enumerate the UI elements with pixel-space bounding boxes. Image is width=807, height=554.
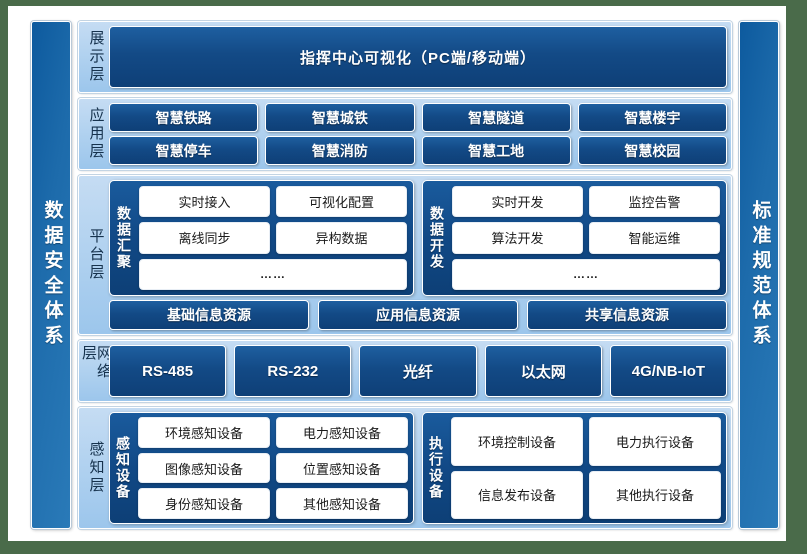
network-chip-4g-nbiot[interactable]: 4G/NB-IoT <box>609 345 728 397</box>
platform-groups: 数据汇聚 实时接入 可视化配置 离线同步 异构数据 <box>109 180 727 296</box>
pill-realtime-development[interactable]: 实时开发 <box>452 186 583 218</box>
network-chip-rs485[interactable]: RS-485 <box>109 345 227 397</box>
pill-power-sensor[interactable]: 电力感知设备 <box>276 417 408 448</box>
actuator-devices-grid: 环境控制设备 电力执行设备 信息发布设备 其他执行设备 <box>451 417 721 519</box>
pill-identity-sensor[interactable]: 身份感知设备 <box>138 488 270 520</box>
pill-monitoring-alarm[interactable]: 监控告警 <box>589 186 720 218</box>
layer-platform-label-col: 平台层 <box>83 180 109 330</box>
app-chip-smart-construction-site[interactable]: 智慧工地 <box>421 136 571 165</box>
layer-presentation-label: 展示层 <box>87 30 105 84</box>
architecture-diagram: 数据安全体系 展示层 指挥中心可视化（PC端/移动端） 应用层 <box>31 21 779 529</box>
layer-application: 应用层 智慧铁路 智慧城铁 智慧隧道 智慧楼宇 智慧停车 智慧消防 智慧工地 智… <box>78 98 732 170</box>
pill-other-sensor[interactable]: 其他感知设备 <box>276 488 408 520</box>
pill-image-sensor[interactable]: 图像感知设备 <box>138 452 270 484</box>
sensing-devices-label: 感知设备 <box>115 436 131 500</box>
pill-intelligent-ops[interactable]: 智能运维 <box>589 222 720 254</box>
sensing-devices-row-2: 图像感知设备 位置感知设备 <box>138 452 408 484</box>
network-items-row: RS-485 RS-232 光纤 以太网 4G/NB-IoT <box>109 345 728 397</box>
left-pillar-label: 数据安全体系 <box>41 200 63 350</box>
layer-presentation-label-col: 展示层 <box>83 26 109 88</box>
sensing-devices-grid: 环境感知设备 电力感知设备 图像感知设备 位置感知设备 身份感知设备 其他感知设… <box>138 417 408 520</box>
resource-chip-basic-info[interactable]: 基础信息资源 <box>109 300 309 330</box>
pill-environment-control-device[interactable]: 环境控制设备 <box>451 417 583 466</box>
layer-perception-label: 感知层 <box>87 441 105 495</box>
sensing-devices-row-1: 环境感知设备 电力感知设备 <box>138 417 408 448</box>
app-chip-smart-campus[interactable]: 智慧校园 <box>577 136 727 165</box>
pill-data-aggregation-more[interactable]: …… <box>139 258 407 290</box>
app-chip-smart-railway[interactable]: 智慧铁路 <box>109 103 259 132</box>
layer-application-label-col: 应用层 <box>83 103 109 165</box>
pill-position-sensor[interactable]: 位置感知设备 <box>276 452 408 484</box>
pill-power-actuator-device[interactable]: 电力执行设备 <box>589 417 721 466</box>
layer-network-label: 网络层 <box>80 345 112 381</box>
layer-network-body: RS-485 RS-232 光纤 以太网 4G/NB-IoT <box>109 345 728 397</box>
app-chip-smart-building[interactable]: 智慧楼宇 <box>577 103 727 132</box>
resource-chip-shared-info[interactable]: 共享信息资源 <box>527 300 727 330</box>
pill-heterogeneous-data[interactable]: 异构数据 <box>276 222 407 254</box>
data-development-label-col: 数据开发 <box>427 186 447 290</box>
data-development-row-3: …… <box>452 258 720 290</box>
pill-other-actuator-device[interactable]: 其他执行设备 <box>589 470 721 519</box>
pill-environment-sensor[interactable]: 环境感知设备 <box>138 417 270 448</box>
pill-offline-sync[interactable]: 离线同步 <box>139 222 270 254</box>
actuator-devices-label-col: 执行设备 <box>426 417 446 519</box>
app-chip-smart-firefighting[interactable]: 智慧消防 <box>265 136 415 165</box>
platform-group-data-development: 数据开发 实时开发 监控告警 算法开发 智能运维 <box>422 180 727 296</box>
data-aggregation-grid: 实时接入 可视化配置 离线同步 异构数据 …… <box>139 186 407 290</box>
layer-platform-body: 数据汇聚 实时接入 可视化配置 离线同步 异构数据 <box>109 180 727 330</box>
app-chip-smart-parking[interactable]: 智慧停车 <box>109 136 259 165</box>
pill-information-release-device[interactable]: 信息发布设备 <box>451 470 583 519</box>
data-development-row-1: 实时开发 监控告警 <box>452 186 720 218</box>
layer-application-label: 应用层 <box>87 107 105 161</box>
layer-stack: 展示层 指挥中心可视化（PC端/移动端） 应用层 智慧铁路 智慧城铁 智慧隧道 … <box>78 21 732 529</box>
data-development-grid: 实时开发 监控告警 算法开发 智能运维 …… <box>452 186 720 290</box>
pill-algorithm-development[interactable]: 算法开发 <box>452 222 583 254</box>
layer-perception-body: 感知设备 环境感知设备 电力感知设备 图像感知设备 位置感知设备 <box>109 412 727 524</box>
platform-group-data-aggregation: 数据汇聚 实时接入 可视化配置 离线同步 异构数据 <box>109 180 414 296</box>
sensing-devices-label-col: 感知设备 <box>113 417 133 519</box>
right-pillar-standards: 标准规范体系 <box>739 21 779 529</box>
layer-network-label-col: 网络层 <box>80 345 112 397</box>
data-aggregation-row-1: 实时接入 可视化配置 <box>139 186 407 218</box>
app-chip-smart-metro[interactable]: 智慧城铁 <box>265 103 415 132</box>
layer-platform: 平台层 数据汇聚 实时接入 可视化配置 <box>78 175 732 335</box>
actuator-devices-label: 执行设备 <box>428 436 444 500</box>
layer-presentation-body: 指挥中心可视化（PC端/移动端） <box>109 26 727 88</box>
sensing-devices-row-3: 身份感知设备 其他感知设备 <box>138 488 408 520</box>
app-chip-smart-tunnel[interactable]: 智慧隧道 <box>421 103 571 132</box>
presentation-banner[interactable]: 指挥中心可视化（PC端/移动端） <box>109 26 727 88</box>
layer-perception-label-col: 感知层 <box>83 412 109 524</box>
resource-chip-application-info[interactable]: 应用信息资源 <box>318 300 518 330</box>
perception-group-actuator-devices: 执行设备 环境控制设备 电力执行设备 信息发布设备 其他执行设备 <box>422 412 727 524</box>
layer-platform-label: 平台层 <box>87 228 105 282</box>
perception-groups: 感知设备 环境感知设备 电力感知设备 图像感知设备 位置感知设备 <box>109 412 727 524</box>
layer-presentation: 展示层 指挥中心可视化（PC端/移动端） <box>78 21 732 93</box>
perception-group-sensing-devices: 感知设备 环境感知设备 电力感知设备 图像感知设备 位置感知设备 <box>109 412 414 524</box>
data-aggregation-row-3: …… <box>139 258 407 290</box>
network-chip-fiber[interactable]: 光纤 <box>359 345 477 397</box>
network-chip-rs232[interactable]: RS-232 <box>234 345 352 397</box>
layer-network: 网络层 RS-485 RS-232 光纤 以太网 4G/NB-IoT <box>78 340 732 402</box>
data-aggregation-row-2: 离线同步 异构数据 <box>139 222 407 254</box>
layer-application-body: 智慧铁路 智慧城铁 智慧隧道 智慧楼宇 智慧停车 智慧消防 智慧工地 智慧校园 <box>109 103 727 165</box>
pill-realtime-ingest[interactable]: 实时接入 <box>139 186 270 218</box>
left-pillar-data-security: 数据安全体系 <box>31 21 71 529</box>
data-aggregation-label-col: 数据汇聚 <box>114 186 134 290</box>
data-development-label: 数据开发 <box>429 206 445 270</box>
platform-resources-row: 基础信息资源 应用信息资源 共享信息资源 <box>109 300 727 330</box>
actuator-devices-row-2: 信息发布设备 其他执行设备 <box>451 470 721 519</box>
pill-data-development-more[interactable]: …… <box>452 258 720 290</box>
layer-perception: 感知层 感知设备 环境感知设备 电力感知设备 <box>78 407 732 529</box>
diagram-card: 数据安全体系 展示层 指挥中心可视化（PC端/移动端） 应用层 <box>8 6 786 541</box>
application-row-1: 智慧铁路 智慧城铁 智慧隧道 智慧楼宇 <box>109 103 727 132</box>
application-row-2: 智慧停车 智慧消防 智慧工地 智慧校园 <box>109 136 727 165</box>
data-development-row-2: 算法开发 智能运维 <box>452 222 720 254</box>
data-aggregation-label: 数据汇聚 <box>116 206 132 270</box>
network-chip-ethernet[interactable]: 以太网 <box>484 345 602 397</box>
pill-visual-config[interactable]: 可视化配置 <box>276 186 407 218</box>
right-pillar-label: 标准规范体系 <box>749 200 771 350</box>
actuator-devices-row-1: 环境控制设备 电力执行设备 <box>451 417 721 466</box>
